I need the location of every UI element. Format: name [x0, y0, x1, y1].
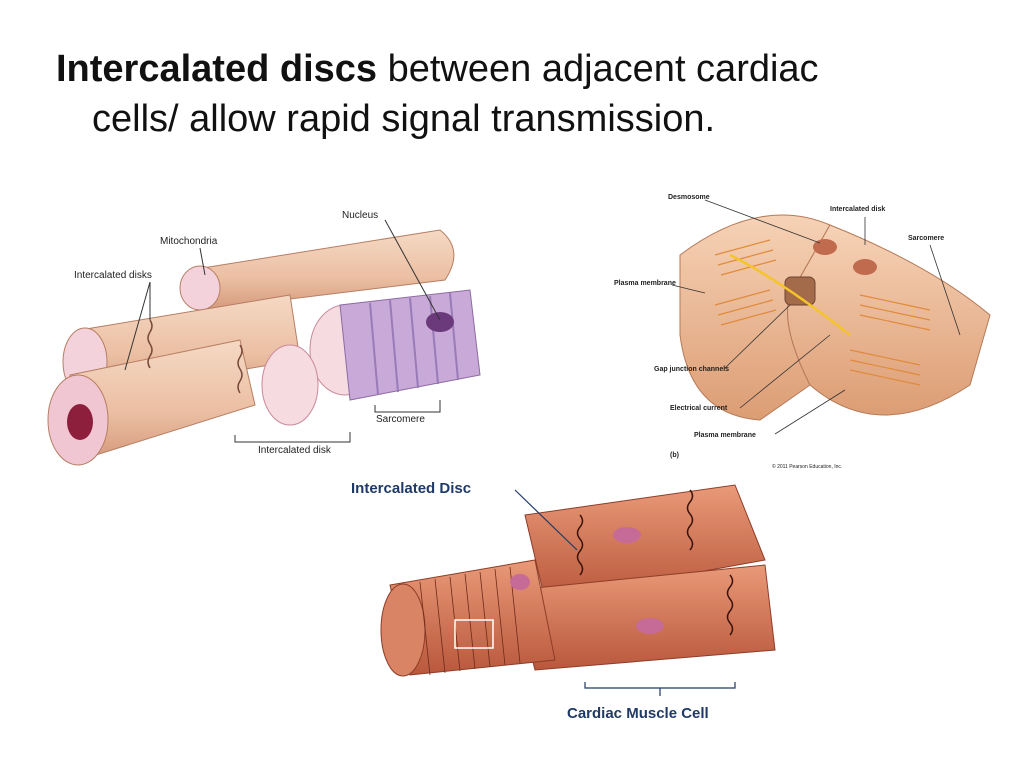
- intercalated-disc-wavy: [726, 574, 734, 636]
- nucleus-right: [426, 312, 454, 332]
- nucleus-front: [67, 404, 93, 440]
- label-nucleus: Nucleus: [342, 210, 378, 221]
- fiber-cross-section-mitochondria: [179, 265, 221, 311]
- label-gap-junction: Gap junction channels: [654, 366, 729, 373]
- leader-lines-right: [671, 199, 961, 435]
- gap-junction-channel: [784, 276, 816, 306]
- fiber-back-upper: [189, 229, 455, 311]
- title-bold-term: Intercalated discs: [56, 48, 378, 90]
- sarcomere-grid-left: [714, 239, 777, 326]
- label-desmosome: Desmosome: [668, 194, 710, 201]
- highlight-box: [454, 619, 494, 649]
- label-intercalated-disc: Intercalated Disc: [351, 480, 471, 497]
- label-intercalated-disk-right: Intercalated disk: [830, 206, 885, 213]
- label-plasma-membrane-left: Plasma membrane: [614, 280, 676, 287]
- nucleus: [636, 618, 664, 634]
- label-plasma-membrane-bottom: Plasma membrane: [694, 432, 756, 439]
- figure-left-cardiac-fibers: Nucleus Mitochondria Intercalated disks …: [47, 210, 481, 466]
- label-panel-letter: (b): [670, 452, 679, 459]
- leader-intercalated-disc: [514, 489, 578, 551]
- intercalated-disk-wavy-line: [237, 344, 243, 394]
- fiber-cross-section: [380, 583, 426, 677]
- title-rest-line1: between adjacent cardiac: [377, 48, 819, 90]
- electrical-current-arrow: [729, 253, 851, 336]
- label-sarcomere: Sarcomere: [376, 414, 425, 425]
- nucleus: [510, 574, 530, 590]
- label-sarcomere-right: Sarcomere: [908, 235, 944, 242]
- intercalated-disc-wavy: [686, 489, 694, 551]
- myofibril-bundle: [261, 344, 319, 426]
- intercalated-disk-wavy-line: [147, 319, 153, 369]
- figure-right-disk-closeup: Desmosome Intercalated disk Sarcomere Pl…: [614, 194, 991, 470]
- intercalated-disc-wavy: [576, 514, 584, 576]
- copyright-note: © 2011 Pearson Education, Inc.: [772, 463, 842, 470]
- nucleus: [613, 527, 641, 543]
- leader-lines: [124, 219, 441, 443]
- label-intercalated-disk: Intercalated disk: [258, 445, 332, 456]
- muscle-cell-upper: [524, 484, 766, 601]
- figure-bottom-cardiac-cells: Intercalated Disc Cardiac Muscle Cell: [351, 480, 776, 722]
- desmosome: [853, 259, 877, 275]
- label-mitochondria: Mitochondria: [160, 236, 218, 247]
- label-electrical-current: Electrical current: [670, 405, 728, 412]
- bracket-cardiac-muscle-cell: [584, 682, 736, 696]
- cell-right: [787, 224, 991, 416]
- label-intercalated-disks: Intercalated disks: [74, 270, 152, 281]
- title-line2: cells/ allow rapid signal transmission.: [92, 98, 716, 140]
- slide-title: Intercalated discs between adjacent card…: [56, 44, 956, 144]
- sarcomere-bands: [369, 292, 459, 396]
- label-cardiac-muscle-cell: Cardiac Muscle Cell: [567, 705, 709, 722]
- sarcomere-grid-right: [849, 294, 931, 386]
